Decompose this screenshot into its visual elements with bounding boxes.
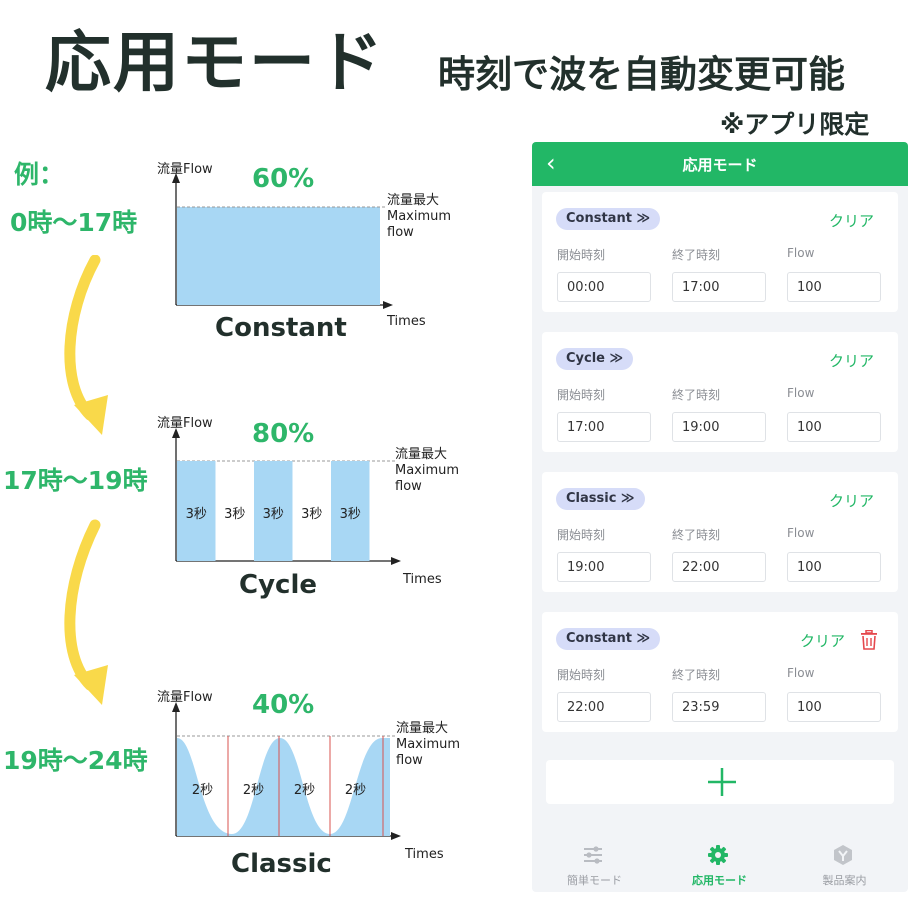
flow-input[interactable]: 100 [787, 272, 881, 302]
constant-xlabel: Times [386, 314, 426, 329]
start-time-label: 開始時刻 [557, 248, 606, 262]
arrow-2-icon [64, 519, 108, 705]
flow-arrows [64, 255, 108, 705]
cycle-name: Cycle [239, 570, 317, 600]
page-subtitle: 時刻で波を自動変更可能 [438, 53, 845, 96]
cycle-bar [254, 461, 293, 561]
end-time-input[interactable]: 22:00 [672, 552, 766, 582]
time-range-3: 19時〜24時 [3, 746, 148, 775]
classic-max-note: 流量最大 Maximum flow [396, 721, 461, 768]
clear-button[interactable]: クリア [800, 632, 846, 650]
flow-label: Flow [787, 666, 815, 680]
nav-simple-mode[interactable]: 簡単モード [532, 832, 657, 892]
app-title: 応用モード [682, 156, 758, 174]
back-chevron-icon[interactable]: ‹ [546, 149, 556, 177]
example-label: 例： [14, 160, 65, 189]
start-time-input[interactable]: 19:00 [557, 552, 651, 582]
end-time-input[interactable]: 19:00 [672, 412, 766, 442]
classic-xlabel: Times [404, 847, 444, 862]
end-time-label: 終了時刻 [672, 528, 721, 542]
classic-segment-label: 2秒 [294, 783, 315, 798]
flow-input[interactable]: 100 [787, 552, 881, 582]
nav-label: 簡単モード [567, 874, 622, 887]
start-time-input[interactable]: 00:00 [557, 272, 651, 302]
classic-wave [177, 738, 390, 836]
start-time-label: 開始時刻 [557, 528, 606, 542]
nav-label: 製品案内 [822, 874, 867, 887]
end-time-label: 終了時刻 [672, 248, 721, 262]
end-time-input[interactable]: 23:59 [672, 692, 766, 722]
cycle-segment-label: 3秒 [186, 507, 207, 522]
mode-pill[interactable]: Cycle ≫ [556, 348, 634, 370]
schedule-card-1: Constant ≫ クリア 開始時刻 終了時刻 Flow 00:00 17:0… [542, 192, 898, 312]
classic-segment-label: 2秒 [243, 783, 264, 798]
cycle-bar [177, 461, 216, 561]
cycle-segment-label: 3秒 [340, 507, 361, 522]
cycle-percent: 80% [252, 419, 314, 449]
nav-label: 応用モード [692, 874, 747, 887]
nav-advanced-mode[interactable]: 応用モード [657, 832, 782, 892]
flow-label: Flow [787, 246, 815, 260]
start-time-label: 開始時刻 [557, 668, 606, 682]
phone-screen: ‹ 応用モード Constant ≫ クリア 開始時刻 終了時刻 Flow 00… [532, 142, 908, 892]
mode-pill[interactable]: Classic ≫ [556, 488, 645, 510]
flow-input[interactable]: 100 [787, 692, 881, 722]
clear-button[interactable]: クリア [829, 492, 875, 510]
app-only-note: ※アプリ限定 [720, 110, 870, 139]
end-time-label: 終了時刻 [672, 388, 721, 402]
cycle-bars: 3秒 3秒 3秒 3秒 3秒 [177, 461, 370, 561]
cycle-segment-label: 3秒 [224, 507, 245, 522]
end-time-label: 終了時刻 [672, 668, 721, 682]
flow-label: Flow [787, 526, 815, 540]
constant-area [177, 207, 380, 305]
classic-percent: 40% [252, 690, 314, 720]
mode-pill[interactable]: Constant ≫ [556, 628, 661, 650]
nav-product-info[interactable]: 製品案内 [782, 832, 907, 892]
cycle-ylabel: 流量Flow [157, 416, 213, 431]
start-time-input[interactable]: 22:00 [557, 692, 651, 722]
schedule-card-3: Classic ≫ クリア 開始時刻 終了時刻 Flow 19:00 22:00… [542, 472, 898, 592]
app-bar: ‹ 応用モード [532, 142, 908, 186]
cycle-max-note: 流量最大 Maximum flow [395, 447, 460, 494]
classic-name: Classic [231, 849, 332, 879]
cycle-segment-label: 3秒 [263, 507, 284, 522]
mode-pill[interactable]: Constant ≫ [556, 208, 661, 230]
bottom-nav: 簡単モード 応用モード 製品案内 [532, 832, 908, 892]
add-schedule-button[interactable] [546, 760, 894, 804]
flow-label: Flow [787, 386, 815, 400]
end-time-input[interactable]: 17:00 [672, 272, 766, 302]
classic-ylabel: 流量Flow [157, 690, 213, 705]
cycle-segment-label: 3秒 [301, 507, 322, 522]
constant-chart: 流量Flow 60% Times Constant [157, 162, 426, 343]
constant-ylabel: 流量Flow [157, 162, 213, 177]
classic-segment-label: 2秒 [192, 783, 213, 798]
arrow-1-icon [64, 255, 108, 435]
gear-icon [708, 845, 728, 865]
cycle-bar [331, 461, 370, 561]
sliders-icon [584, 846, 602, 864]
schedule-card-2: Cycle ≫ クリア 開始時刻 終了時刻 Flow 17:00 19:00 1… [542, 332, 898, 452]
classic-dividers: 2秒 2秒 2秒 2秒 [192, 736, 384, 836]
plus-icon [708, 768, 736, 796]
page-title: 応用モード [45, 24, 385, 101]
schedule-card-4: Constant ≫ クリア 開始時刻 終了時刻 Flow 22:00 23:5… [542, 612, 898, 732]
constant-percent: 60% [252, 164, 314, 194]
product-icon [834, 845, 852, 865]
flow-input[interactable]: 100 [787, 412, 881, 442]
cycle-xlabel: Times [402, 572, 442, 587]
constant-name: Constant [215, 313, 347, 343]
time-range-2: 17時〜19時 [3, 466, 148, 495]
clear-button[interactable]: クリア [829, 352, 875, 370]
classic-segment-label: 2秒 [345, 783, 366, 798]
classic-chart: 流量Flow 40% 2秒 2秒 2秒 2秒 Times Classic [157, 690, 444, 879]
constant-max-note: 流量最大 Maximum flow [387, 193, 452, 240]
start-time-label: 開始時刻 [557, 388, 606, 402]
cycle-chart: 流量Flow 80% 3秒 3秒 3秒 3秒 3秒 Times Cycle [157, 416, 442, 600]
start-time-input[interactable]: 17:00 [557, 412, 651, 442]
clear-button[interactable]: クリア [829, 212, 875, 230]
trash-icon[interactable] [860, 630, 878, 650]
time-range-1: 0時〜17時 [10, 208, 138, 237]
